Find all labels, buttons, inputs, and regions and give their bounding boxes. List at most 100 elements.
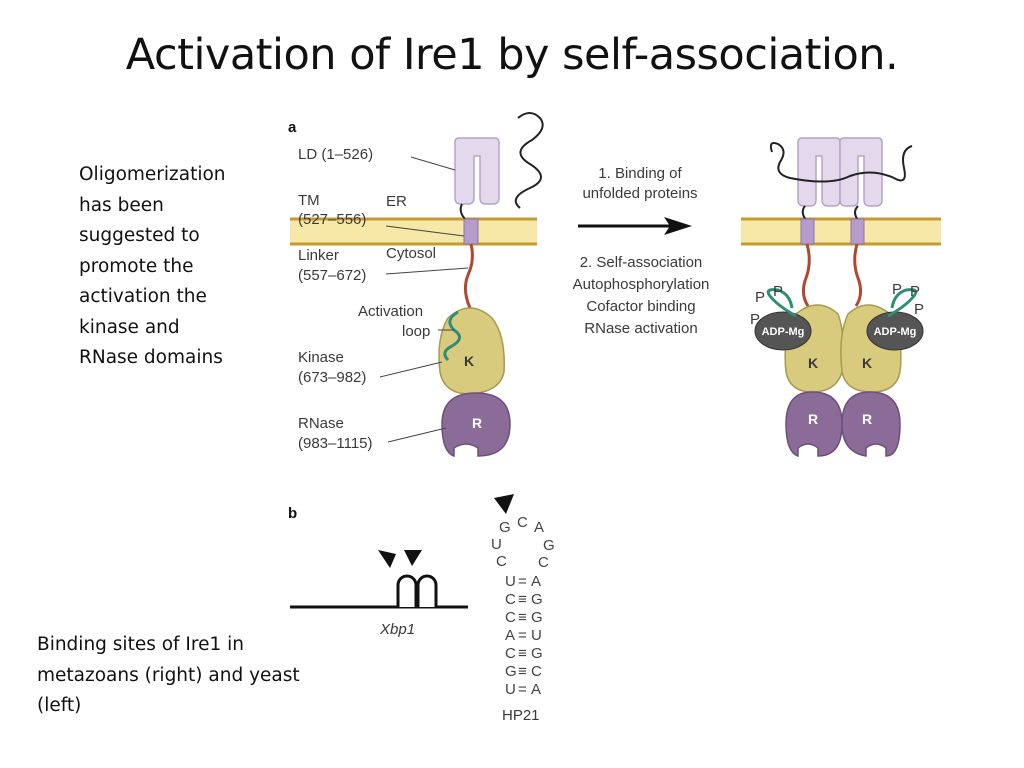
loop-nt: G (499, 519, 511, 536)
activation-loop (443, 310, 461, 362)
stem-right-nt: A (531, 573, 541, 590)
note-line: promote the (79, 255, 194, 277)
label-activation: Activation (358, 303, 423, 320)
stem-right-nt: G (531, 645, 543, 662)
stem-right-nt: G (531, 609, 543, 626)
cleavage-arrowhead (494, 494, 514, 514)
stem-right-nt: U (531, 627, 542, 644)
label-er: ER (386, 193, 407, 210)
slide-title: Activation of Ire1 by self-association. (125, 30, 899, 80)
stem-bond: = (518, 627, 527, 644)
label-ld: LD (1–526) (298, 146, 373, 163)
label-linker-range: (557–672) (298, 267, 366, 284)
stem-bond: = (518, 573, 527, 590)
xbp1-label: Xbp1 (379, 621, 415, 638)
phosphate-label: P (914, 301, 924, 318)
binding-sites-note: Binding sites of Ire1 in metazoans (righ… (37, 630, 337, 722)
stem-bond: ≡ (518, 591, 527, 608)
cofactor-left: ADP-Mg (754, 311, 812, 351)
cofactor-right: ADP-Mg (866, 311, 924, 351)
stem-left-nt: U (505, 573, 516, 590)
phosphate-label: P (910, 283, 920, 300)
note-line: Oligomerization (79, 164, 226, 185)
stem-bond: ≡ (518, 645, 527, 662)
activation-loop (887, 288, 918, 318)
step-2-line: Autophosphorylation (573, 276, 710, 293)
hp21-hairpin: G C A U G C C U = A C ≡ G C ≡ G A = U C … (491, 514, 555, 698)
unfolded-protein-squiggle (514, 112, 544, 209)
label-loop: loop (402, 323, 430, 340)
step-1-text: 1. Binding of unfolded proteins (582, 165, 697, 202)
luminal-domain-shape (797, 137, 841, 207)
domain-labels: LD (1–526) TM (527–556) Linker (557–672)… (298, 146, 469, 452)
label-tm: TM (298, 192, 320, 209)
note-line: (left) (37, 695, 82, 716)
loop-nt: C (538, 554, 549, 571)
label-linker: Linker (298, 247, 339, 264)
label-rnase: RNase (298, 415, 344, 432)
rnase-domain (841, 391, 901, 457)
luminal-domain-shape (839, 137, 883, 207)
loop-nt: G (543, 537, 555, 554)
kinase-letter: K (808, 355, 818, 371)
step-1-line: unfolded proteins (582, 185, 697, 202)
step-2-text: 2. Self-association Autophosphorylation … (573, 254, 710, 337)
stem-right-nt: G (531, 591, 543, 608)
oligomerization-note: Oligomerization has been suggested to pr… (79, 160, 279, 374)
activation-loop (766, 288, 797, 318)
step-2-line: RNase activation (584, 320, 697, 337)
note-line: suggested to (79, 225, 200, 246)
label-tm-range: (527–556) (298, 211, 366, 228)
stem-right-nt: C (531, 663, 542, 680)
unfolded-protein-squiggle (769, 142, 913, 183)
label-rnase-range: (983–1115) (298, 435, 373, 452)
cofactor-label: ADP-Mg (874, 326, 917, 338)
loop-nt: U (491, 536, 502, 553)
loop-nt: A (534, 519, 544, 536)
note-line: has been (79, 194, 164, 216)
tm-segment (850, 218, 865, 245)
tm-segment (800, 218, 815, 245)
note-line: activation the (79, 286, 207, 307)
cleavage-arrowhead (378, 550, 396, 568)
linker-line (463, 243, 474, 309)
loop-nt: C (517, 514, 528, 531)
rnase-letter: R (862, 411, 872, 427)
rnase-letter: R (808, 411, 818, 427)
label-cytosol: Cytosol (386, 245, 436, 262)
linker-line (801, 243, 811, 307)
label-kinase: Kinase (298, 349, 344, 366)
stem-bond: ≡ (518, 663, 527, 680)
rnase-letter: R (472, 415, 482, 431)
phosphate-label: P (892, 281, 902, 298)
cofactor-label: ADP-Mg (762, 326, 805, 338)
loop-nt: C (496, 553, 507, 570)
phosphate-label: P (755, 289, 765, 306)
panel-a-label: a (288, 119, 297, 136)
stem-left-nt: C (505, 591, 516, 608)
note-line: metazoans (right) and yeast (37, 664, 300, 686)
kinase-letter: K (862, 355, 872, 371)
stem-right-nt: A (531, 681, 541, 698)
er-membrane-right (741, 217, 941, 246)
label-kinase-range: (673–982) (298, 369, 366, 386)
xbp1-mrna (290, 574, 468, 609)
stem-left-nt: C (505, 609, 516, 626)
panel-b-label: b (288, 505, 297, 522)
tm-segment (463, 218, 479, 245)
note-line: Binding sites of Ire1 in (37, 634, 244, 655)
stem-left-nt: C (505, 645, 516, 662)
stem-left-nt: A (505, 627, 515, 644)
stem-left-nt: U (505, 681, 516, 698)
rnase-domain (441, 392, 511, 458)
hp21-label: HP21 (502, 707, 540, 724)
note-line: RNase domains (79, 347, 223, 368)
stem-bond: = (518, 681, 527, 698)
stem-bond: ≡ (518, 609, 527, 626)
phosphate-label: P (750, 311, 760, 328)
step-1-line: 1. Binding of (598, 165, 682, 182)
linker-line (853, 243, 863, 307)
phosphate-label: P (773, 283, 783, 300)
note-line: kinase and (79, 316, 180, 338)
step-2-line: 2. Self-association (580, 254, 703, 271)
